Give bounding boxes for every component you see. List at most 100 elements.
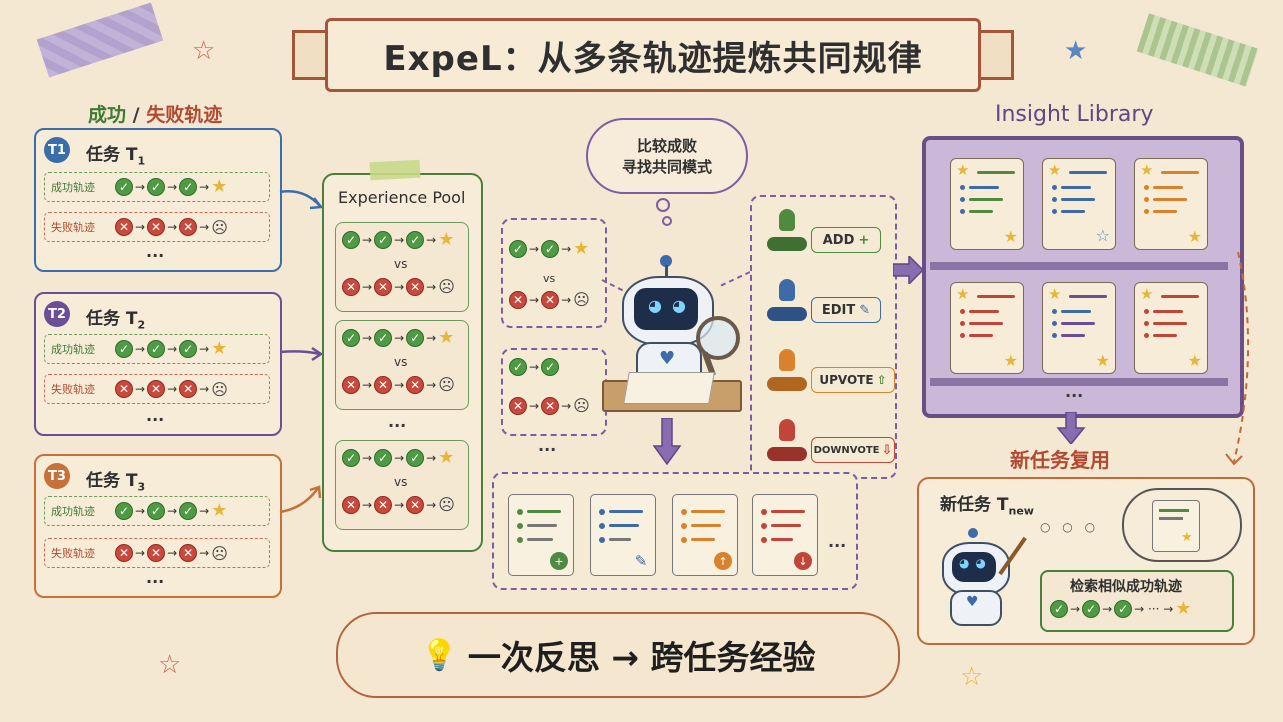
robot-antenna [968, 528, 978, 538]
cross-icon: ✕ [147, 544, 166, 562]
plus-icon: + [858, 232, 870, 248]
sad-face-icon: ☹ [438, 495, 455, 514]
check-icon: ✓ [406, 449, 425, 467]
task-panel-1: T1 任务 T1 成功轨迹 ✓→✓→✓→★ 失败轨迹 ✕→✕→✕→☹ ... [34, 128, 282, 272]
star-icon: ★ [438, 229, 455, 250]
star-icon: ★ [1048, 161, 1062, 179]
library-card: ★ ★ [1042, 282, 1116, 374]
cross-icon: ✕ [342, 495, 360, 514]
success-trajectory: 成功轨迹 ✓→✓→✓→★ [44, 334, 270, 364]
task-name-text: 任务 T [86, 309, 138, 329]
sad-face-icon: ☹ [211, 543, 228, 563]
sad-face-icon: ☹ [438, 277, 455, 296]
robot-body [950, 590, 1002, 626]
vs-label: vs [394, 355, 408, 369]
task-name-text: 任务 T [86, 471, 138, 491]
plus-icon: + [550, 552, 568, 570]
star-icon: ★ [1003, 227, 1018, 246]
check-icon: ✓ [1114, 600, 1133, 618]
cross-icon: ✕ [374, 495, 393, 514]
library-card: ★ ☆ [1042, 158, 1116, 250]
more-ellipsis: ... [146, 568, 165, 587]
op-label: EDIT [821, 302, 856, 318]
star-icon: ★ [956, 285, 970, 303]
down-arrow-icon: ⇩ [881, 442, 893, 458]
success-label: 成功轨迹 [51, 343, 95, 356]
cloud-line-2: 寻找共同模式 [621, 158, 712, 176]
cross-icon: ✕ [342, 375, 360, 394]
check-icon: ✓ [406, 231, 425, 249]
cross-icon: ✕ [179, 218, 198, 236]
cross-icon: ✕ [374, 277, 393, 296]
success-header: 成功 [88, 104, 127, 126]
library-card: ★ ★ [1134, 282, 1208, 374]
shelf-board [930, 262, 1228, 270]
star-icon: ★ [1181, 530, 1193, 545]
check-icon: ✓ [115, 340, 133, 358]
page-title: ExpeL：从多条轨迹提炼共同规律 [325, 18, 981, 92]
library-card: ★ ★ [950, 282, 1024, 374]
star-icon: ★ [1064, 36, 1088, 66]
check-icon: ✓ [509, 240, 527, 258]
task-subscript: 3 [137, 480, 146, 494]
more-ellipsis: ... [146, 406, 165, 425]
stamp-icon [779, 419, 795, 441]
op-add: ADD+ [767, 209, 885, 257]
dashed-connectors [601, 271, 751, 293]
task-badge: T2 [44, 301, 70, 327]
task-panel-2: T2 任务 T2 成功轨迹 ✓→✓→✓→★ 失败轨迹 ✕→✕→✕→☹ ... [34, 292, 282, 436]
task-name-text: 任务 T [86, 145, 138, 165]
arrow-to-library [893, 256, 923, 284]
check-icon: ✓ [147, 502, 166, 520]
cross-icon: ✕ [406, 375, 425, 394]
insight-card-upvote: ↑ [672, 494, 738, 576]
cross-icon: ✕ [342, 277, 360, 296]
heart-icon: ♥ [659, 348, 676, 369]
reuse-header: 新任务复用 [1010, 448, 1110, 472]
failure-header: 失败轨迹 [146, 104, 223, 126]
success-trajectory: 成功轨迹 ✓→✓→✓→★ [44, 172, 270, 202]
library-card: ★ ★ [950, 158, 1024, 250]
failure-trajectory: 失败轨迹 ✕→✕→✕→☹ [44, 538, 270, 568]
star-icon: ★ [438, 327, 455, 348]
check-icon: ✓ [374, 329, 393, 347]
library-card: ★ ★ [1134, 158, 1208, 250]
task-panel-3: T3 任务 T3 成功轨迹 ✓→✓→✓→★ 失败轨迹 ✕→✕→✕→☹ ... [34, 454, 282, 598]
star-icon: ★ [1140, 161, 1154, 179]
compare-box: ✓→✓ ✕→✕→☹ [501, 348, 607, 436]
star-icon: ★ [438, 447, 455, 468]
trajectory-pair: ✓→✓→✓→★ vs ✕→✕→✕→☹ [335, 320, 469, 410]
down-arrow-icon [1056, 412, 1086, 444]
task-badge: T3 [44, 463, 70, 489]
sad-face-icon: ☹ [573, 290, 590, 309]
check-icon: ✓ [406, 329, 425, 347]
task-subscript: 2 [137, 318, 146, 332]
task-name: 任务 T2 [86, 304, 145, 331]
star-icon: ★ [1048, 285, 1062, 303]
cross-icon: ✕ [541, 396, 560, 415]
thought-dots: ○ ○ ○ [1040, 520, 1100, 534]
op-upvote: UPVOTE⇧ [767, 349, 895, 397]
check-icon: ✓ [179, 178, 198, 196]
check-icon: ✓ [541, 240, 560, 258]
paper-sheet [623, 372, 715, 404]
up-arrow-icon: ⇧ [876, 373, 887, 387]
robot-eyes: ◕◕ [959, 556, 992, 570]
slash: / [126, 104, 147, 126]
vs-label: vs [394, 475, 408, 489]
star-icon: ★ [956, 161, 970, 179]
cross-icon: ✕ [541, 290, 560, 309]
check-icon: ✓ [374, 231, 393, 249]
cross-icon: ✕ [147, 380, 166, 398]
success-label: 成功轨迹 [51, 181, 95, 194]
cross-icon: ✕ [179, 380, 198, 398]
cross-icon: ✕ [374, 375, 393, 394]
washi-tape-left [36, 2, 164, 78]
down-arrow-icon [652, 418, 682, 466]
check-icon: ✓ [1050, 600, 1068, 618]
insight-card-add: + [508, 494, 574, 576]
robot-antenna-stem [665, 265, 668, 279]
cloud-line-1: 比较成败 [636, 137, 697, 155]
recalled-card: ★ [1152, 500, 1200, 552]
cross-icon: ✕ [115, 218, 133, 236]
